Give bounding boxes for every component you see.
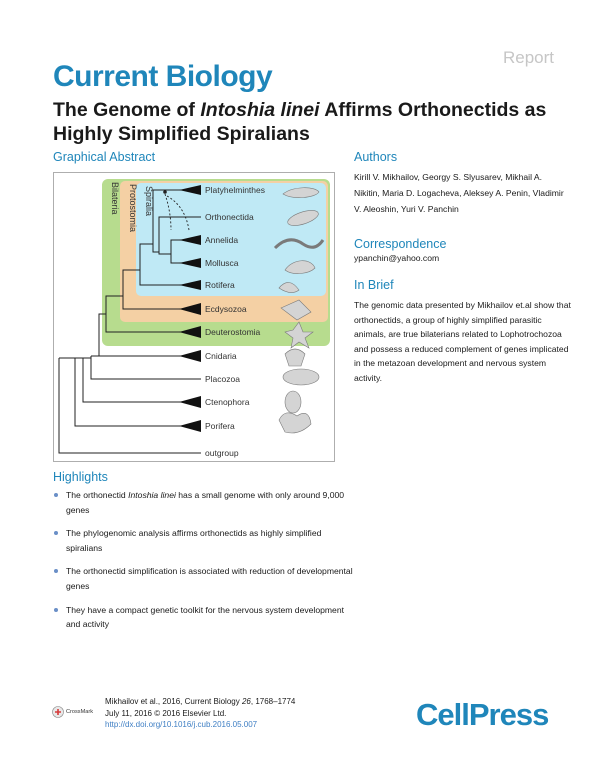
highlight-item: The orthonectid Intoshia linei has a sma…	[53, 488, 353, 517]
phylogeny-figure: Bilateria Protostomia Spiralia	[53, 172, 335, 462]
date-line: July 11, 2016 © 2016 Elsevier Ltd.	[105, 708, 227, 718]
alternative-placement-arrows	[164, 193, 190, 231]
taxon-label: Annelida	[205, 235, 238, 245]
journal-name: Current Biology	[53, 60, 273, 93]
figure-frame	[53, 172, 335, 462]
sponge-illustration	[278, 412, 312, 434]
authors-heading: Authors	[354, 150, 398, 164]
taxon-label: Orthonectida	[205, 212, 254, 222]
taxon-label: outgroup	[205, 448, 239, 458]
flatworm-illustration	[282, 187, 320, 198]
orthonectid-illustration	[287, 210, 319, 226]
citation-line: Mikhailov et al., 2016, Current Biology …	[105, 696, 385, 708]
taxon-label: Ecdysozoa	[205, 304, 247, 314]
highlight-text-post: has a small genome with only around 9,00…	[66, 490, 345, 515]
taxon-labels: Platyhelminthes Orthonectida Annelida Mo…	[205, 185, 265, 458]
clade-wedges	[179, 185, 201, 432]
mollusc-illustration	[284, 260, 316, 274]
organism-illustrations	[273, 187, 325, 434]
spiralia-label: Spiralia	[144, 186, 154, 216]
rotifer-illustration	[278, 282, 300, 293]
correspondence-email[interactable]: ypanchin@yahoo.com	[354, 253, 440, 263]
taxon-label: Mollusca	[205, 258, 239, 268]
highlight-text: The orthonectid simplification is associ…	[66, 566, 353, 591]
in-brief-text: The genomic data presented by Mikhailov …	[354, 300, 571, 383]
citation-volume: 26	[241, 697, 251, 706]
doi-link[interactable]: http://dx.doi.org/10.1016/j.cub.2016.05.…	[105, 720, 258, 729]
taxon-label: Ctenophora	[205, 397, 250, 407]
report-label: Report	[502, 48, 554, 67]
taxon-label: Rotifera	[205, 280, 235, 290]
graphical-abstract-heading: Graphical Abstract	[53, 150, 156, 164]
bullet-icon	[54, 569, 58, 574]
annelid-illustration	[273, 238, 325, 250]
bilateria-label: Bilateria	[110, 182, 120, 215]
bullet-icon	[54, 531, 58, 536]
citation-text: Mikhailov et al., 2016, Current Biology	[105, 697, 242, 706]
bullet-icon	[54, 493, 58, 497]
taxon-label: Placozoa	[205, 374, 240, 384]
title-part2: Affirms Orthonectids as Highly Simplifie…	[53, 99, 547, 145]
highlight-species: Intoshia linei	[128, 490, 176, 500]
cell-press-logo: CellPress	[416, 697, 549, 733]
sea-star-illustration	[284, 321, 314, 349]
taxon-label: Platyhelminthes	[205, 185, 265, 195]
tree-branches	[58, 189, 201, 454]
taxon-label: Cnidaria	[205, 351, 237, 361]
logo-cell: Cell	[416, 697, 470, 732]
highlight-text-pre: The orthonectid	[66, 490, 129, 500]
citation-pages: , 1768–1774	[250, 697, 296, 706]
placozoan-illustration	[282, 368, 320, 386]
orthonectid-node-marker	[163, 190, 167, 194]
taxon-label: Porifera	[205, 421, 235, 431]
author-list: Kirill V. Mikhailov, Georgy S. Slyusarev…	[354, 172, 564, 214]
title-part1: The Genome of	[53, 99, 201, 121]
logo-press: Press	[468, 697, 549, 732]
highlight-item: They have a compact genetic toolkit for …	[53, 603, 353, 632]
highlight-text: The phylogenomic analysis affirms orthon…	[66, 528, 322, 553]
bullet-icon	[54, 607, 58, 612]
in-brief-heading: In Brief	[354, 278, 394, 292]
citation-block: Mikhailov et al., 2016, Current Biology …	[105, 696, 385, 731]
arthropod-illustration	[280, 299, 312, 321]
paper-title: The Genome of Intoshia linei Affirms Ort…	[53, 98, 573, 146]
highlight-item: The phylogenomic analysis affirms orthon…	[53, 526, 353, 555]
highlights-heading: Highlights	[53, 470, 108, 484]
taxon-label: Deuterostomia	[205, 327, 261, 337]
spiralia-box	[136, 183, 326, 296]
highlight-item: The orthonectid simplification is associ…	[53, 564, 353, 593]
protostomia-label: Protostomia	[128, 184, 138, 232]
title-species: Intoshia linei	[200, 99, 320, 121]
highlights-list: The orthonectid Intoshia linei has a sma…	[53, 488, 353, 641]
cnidarian-illustration	[284, 348, 306, 367]
crossmark-icon	[52, 706, 64, 718]
ctenophore-illustration	[284, 390, 302, 414]
highlight-text: They have a compact genetic toolkit for …	[66, 604, 345, 630]
crossmark-label: CrossMark	[66, 709, 94, 715]
correspondence-heading: Correspondence	[354, 237, 447, 251]
crossmark-badge[interactable]: CrossMark	[52, 706, 93, 718]
